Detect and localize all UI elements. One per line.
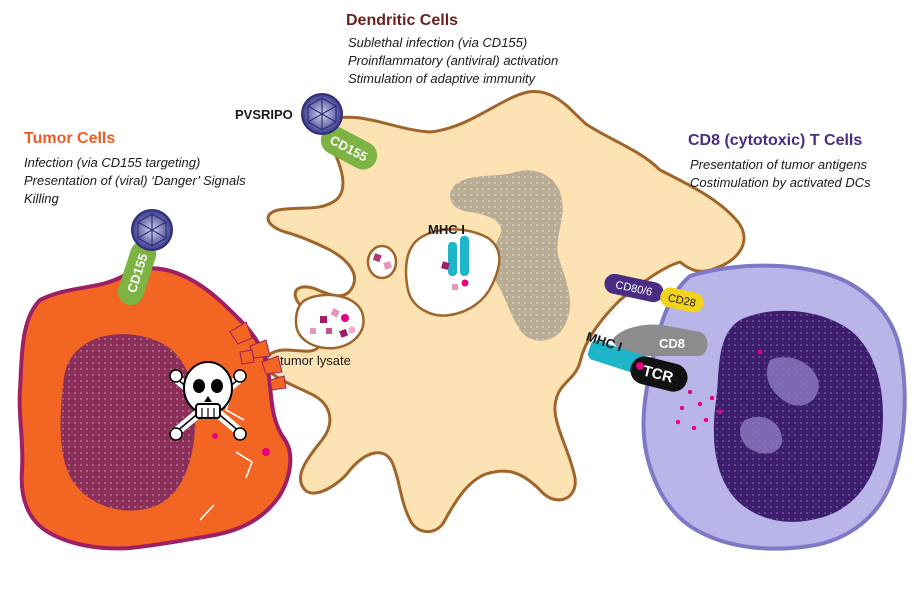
dendritic-vesicle xyxy=(366,244,398,280)
skull-crossbones-icon xyxy=(169,361,247,441)
tumor-fragments xyxy=(229,321,287,391)
t-cell-granules xyxy=(675,349,763,431)
tumor-title: Tumor Cells xyxy=(24,130,116,147)
tumor-line: Killing xyxy=(24,191,59,206)
tumor-virus-icon xyxy=(131,209,173,251)
tumor-line: Infection (via CD155 targeting) xyxy=(24,155,201,170)
cd80-molecule: CD80/6 xyxy=(604,273,664,303)
t-cell xyxy=(641,263,907,551)
lysate-pocket xyxy=(294,293,365,350)
tumor-lysate-particles xyxy=(310,307,356,338)
tcell-line: Presentation of tumor antigens xyxy=(690,157,868,172)
mhc-label: MHC I xyxy=(428,222,465,237)
tcr-label: TCR xyxy=(641,363,675,387)
dendritic-title: Dendritic Cells xyxy=(346,12,459,29)
cd8-molecule: CD8 xyxy=(612,324,708,356)
tcell-description: Presentation of tumor antigens Costimula… xyxy=(690,156,871,192)
cd28-label: CD28 xyxy=(667,292,697,310)
dendritic-description: Sublethal infection (via CD155) Proinfla… xyxy=(348,34,558,88)
dendritic-line: Proinflammatory (antiviral) activation xyxy=(348,53,559,68)
dendritic-cell-body xyxy=(264,90,746,534)
tumor-line: Presentation of (viral) ‘Danger’ Signals xyxy=(24,173,246,188)
tumor-lysate-label: tumor lysate xyxy=(280,353,351,368)
cd28-molecule: CD28 xyxy=(660,287,704,313)
pvsripo-label: PVSRIPO xyxy=(235,107,293,122)
cd8-label: CD8 xyxy=(659,336,685,351)
dendritic-line: Sublethal infection (via CD155) xyxy=(348,35,528,50)
tcell-line: Costimulation by activated DCs xyxy=(690,175,871,190)
tcell-title: CD8 (cytotoxic) T Cells xyxy=(688,132,863,149)
dendritic-line: Stimulation of adaptive immunity xyxy=(348,71,536,86)
mhc-molecule xyxy=(441,236,469,290)
tumor-description: Infection (via CD155 targeting) Presenta… xyxy=(24,154,246,208)
tumor-cell xyxy=(17,266,293,551)
pvsripo-virus-icon xyxy=(301,93,343,135)
